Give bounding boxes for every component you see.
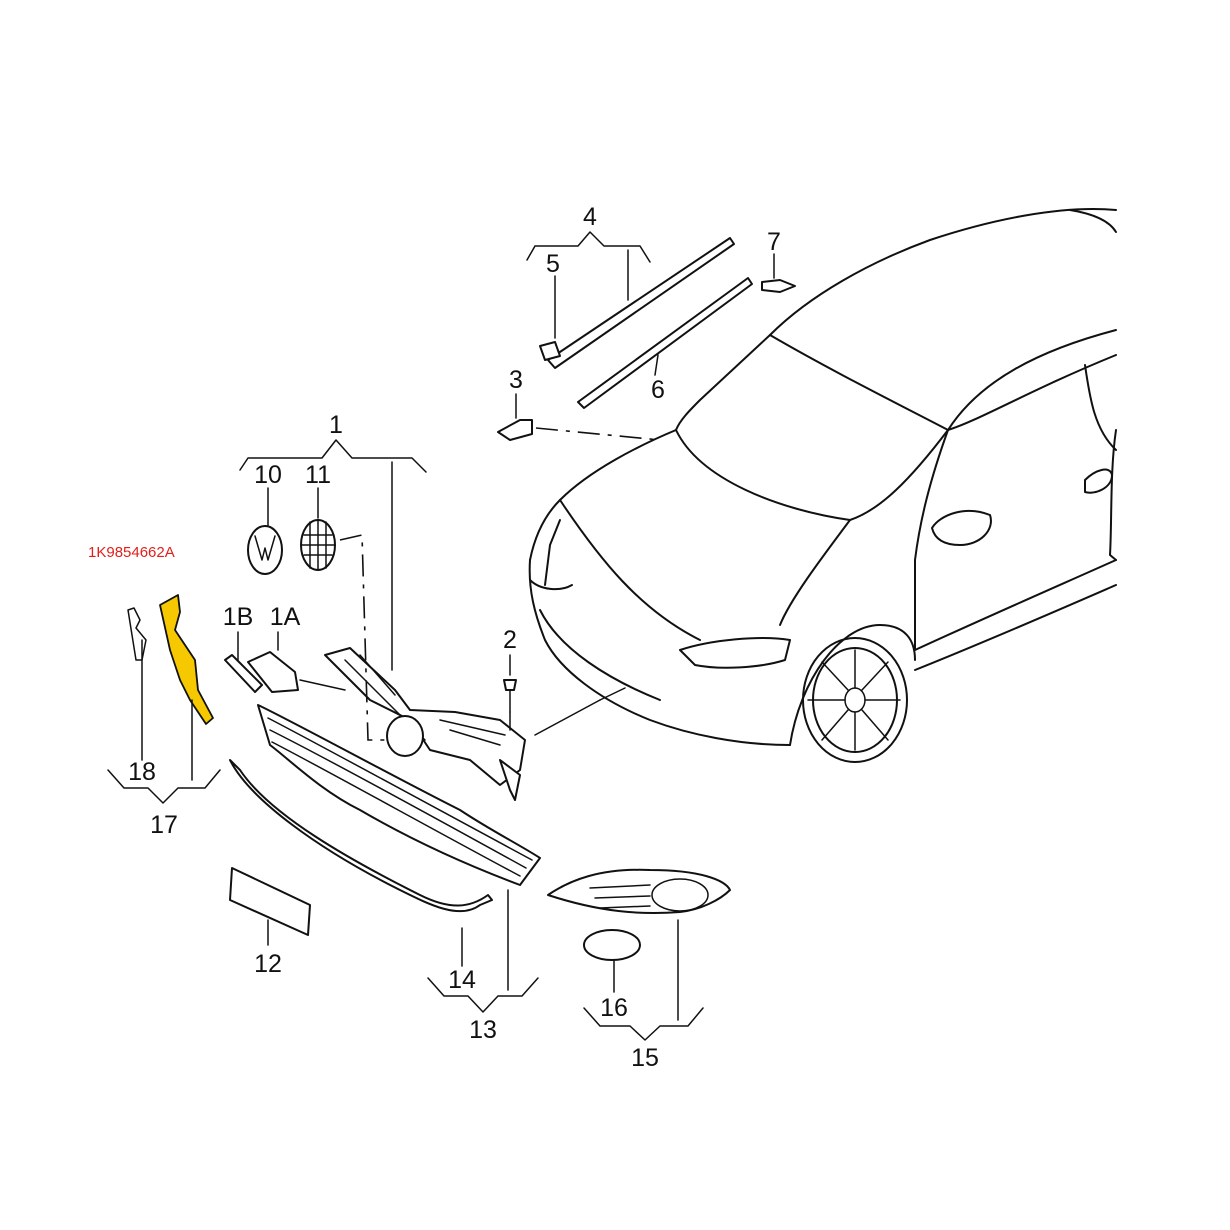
leader-11 xyxy=(339,534,390,741)
part-2-screw xyxy=(503,679,517,691)
part-13-lower-grille xyxy=(229,704,541,913)
fog-cover-slats xyxy=(589,884,651,909)
leader-lines xyxy=(107,231,775,1041)
leader-1a xyxy=(299,679,346,691)
callout-10: 10 xyxy=(254,461,282,489)
callout-1B: 1B xyxy=(223,603,254,631)
part-17-highlighted-trim xyxy=(159,594,214,725)
part-12-plate xyxy=(229,867,311,936)
part-18-trim xyxy=(127,607,147,661)
part-1B-strip xyxy=(224,654,263,693)
callout-5: 5 xyxy=(546,250,560,278)
part-15-fog-cover xyxy=(547,868,731,914)
callout-4: 4 xyxy=(583,203,597,231)
callout-12: 12 xyxy=(254,950,282,978)
callout-7: 7 xyxy=(767,228,781,256)
part-16-cap xyxy=(583,929,641,961)
callout-17: 17 xyxy=(150,811,178,839)
carrier-mesh xyxy=(301,519,335,571)
callout-14: 14 xyxy=(448,966,476,994)
part-7-rivet xyxy=(761,279,796,293)
part-5-trim-strip xyxy=(547,237,735,369)
fog-lamp-ring xyxy=(651,878,709,912)
callout-1A: 1A xyxy=(270,603,301,631)
highlighted-part-number: 1K9854662A xyxy=(88,544,175,561)
part-1A-bracket xyxy=(247,651,299,693)
callout-6: 6 xyxy=(651,376,665,404)
part-1-upper-grille xyxy=(324,647,526,801)
part-6-trim-strip xyxy=(577,277,753,409)
callout-11: 11 xyxy=(305,461,331,489)
part-3-clip xyxy=(497,419,533,441)
part-5-clip xyxy=(539,341,561,361)
callout-1: 1 xyxy=(329,411,343,439)
callout-3: 3 xyxy=(509,366,523,394)
callout-16: 16 xyxy=(600,994,628,1022)
callout-18: 18 xyxy=(128,758,156,786)
emblem-vw-mark xyxy=(254,535,276,561)
car-body xyxy=(528,208,1117,763)
callout-15: 15 xyxy=(631,1044,659,1072)
leader-part-3 xyxy=(535,427,661,441)
callout-13: 13 xyxy=(469,1016,497,1044)
callout-2: 2 xyxy=(503,626,517,654)
